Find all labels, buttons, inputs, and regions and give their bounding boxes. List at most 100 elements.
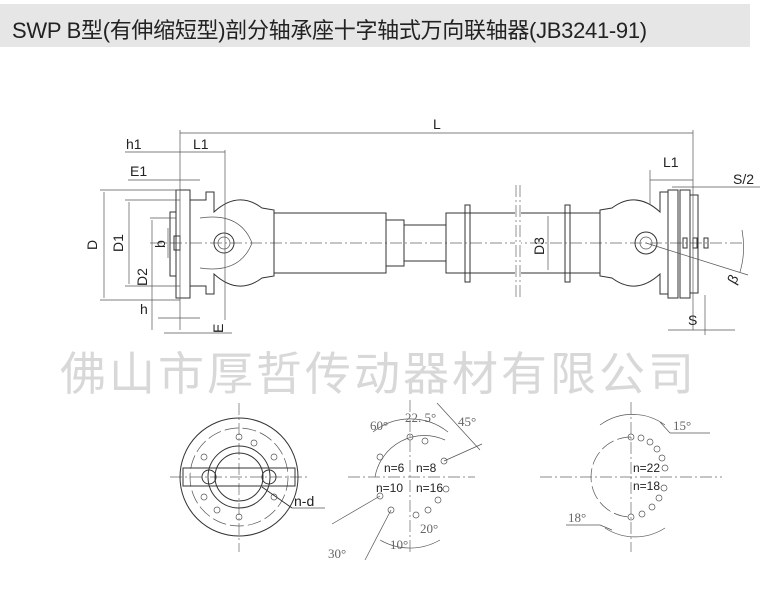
hole — [653, 445, 661, 453]
hole — [434, 496, 442, 504]
hole — [648, 503, 656, 511]
hole-pattern-2: 15° 18° n=22 n=18 — [540, 402, 722, 552]
hole — [646, 438, 654, 446]
hole — [440, 457, 448, 465]
bolt — [201, 469, 217, 485]
hole — [655, 494, 663, 502]
label-22-5deg: 22. 5° — [405, 410, 436, 425]
left-flange — [175, 189, 191, 299]
label-L: L — [433, 116, 441, 132]
label-D2: D2 — [134, 268, 150, 286]
label-n10: n=10 — [376, 481, 403, 495]
arc — [604, 527, 666, 538]
label-h1: h1 — [126, 136, 142, 152]
left-bearing-bore — [217, 236, 231, 250]
leader — [364, 509, 392, 561]
label-n-d: n-d — [294, 493, 314, 509]
hole — [376, 492, 384, 500]
label-E: E — [210, 324, 226, 333]
bolt-circle — [189, 427, 289, 527]
label-18deg: 18° — [568, 510, 586, 525]
leader — [599, 524, 613, 531]
hole — [421, 437, 429, 445]
hole — [387, 506, 395, 514]
key — [682, 237, 688, 249]
flange-end-view: n-d — [170, 403, 325, 552]
ring — [564, 204, 571, 283]
hole — [442, 485, 450, 493]
leader — [331, 495, 381, 525]
label-D1: D1 — [110, 234, 126, 252]
left-yoke-inner — [199, 216, 253, 270]
bolt-hole — [235, 433, 243, 441]
flange-outer — [179, 417, 299, 537]
coupling-side-view: L h1 L1 E1 D D1 D2 b h E D3 L1 S/2 S β — [84, 116, 760, 335]
hole — [638, 510, 646, 518]
bolt-hole — [200, 493, 208, 501]
hole — [627, 513, 635, 521]
label-S: S — [688, 312, 697, 328]
left-yoke — [189, 191, 275, 295]
left-cross-bearing — [213, 232, 235, 254]
label-S-half: S/2 — [733, 171, 754, 187]
leader — [436, 402, 481, 451]
hole — [406, 433, 414, 441]
label-h: h — [140, 301, 148, 317]
arc — [599, 414, 666, 426]
arc — [372, 418, 449, 433]
ring — [464, 204, 471, 283]
label-n22: n=22 — [633, 461, 660, 475]
key — [703, 237, 709, 249]
label-beta: β — [724, 272, 742, 287]
bolt-circle — [590, 436, 632, 518]
label-n16: n=16 — [416, 481, 443, 495]
label-n8: n=8 — [416, 461, 437, 475]
label-15deg: 15° — [673, 418, 691, 433]
label-L1-left: L1 — [193, 136, 209, 152]
hole — [412, 511, 420, 519]
label-n18: n=18 — [633, 479, 660, 493]
label-10deg: 10° — [390, 537, 408, 552]
bolt-hole — [235, 513, 243, 521]
label-20deg: 20° — [420, 521, 438, 536]
watermark: 佛山市厚哲传动器材有限公司 — [60, 347, 697, 401]
bore — [214, 452, 264, 502]
label-60deg: 60° — [370, 418, 388, 433]
key-bar — [182, 467, 296, 487]
label-30deg: 30° — [328, 546, 346, 561]
arc — [379, 539, 441, 549]
bolt-hole — [213, 506, 221, 514]
hole — [658, 454, 666, 462]
right-flange-2 — [679, 189, 691, 299]
leader — [261, 486, 293, 509]
bolt-hole — [200, 453, 208, 461]
hole — [627, 433, 635, 441]
left-flange-face — [169, 211, 177, 277]
right-cross-bearing — [634, 231, 658, 255]
arc — [374, 435, 446, 478]
hole — [660, 484, 668, 492]
beta-arc — [739, 229, 744, 273]
title-bar: SWP B型(有伸缩短型)剖分轴承座十字轴式万向联轴器(JB3241-91) — [0, 4, 750, 47]
label-n6: n=6 — [384, 461, 405, 475]
hole — [424, 506, 432, 514]
hub — [207, 445, 271, 509]
right-flange-1 — [667, 189, 679, 299]
right-flange-3 — [689, 194, 699, 294]
beta-line — [645, 242, 749, 276]
hole — [376, 453, 384, 461]
label-L1-right: L1 — [663, 154, 679, 170]
right-bearing-bore — [639, 236, 653, 250]
label-45deg: 45° — [458, 414, 476, 429]
hole — [637, 434, 645, 442]
label-b: b — [152, 240, 168, 248]
label-D: D — [84, 240, 100, 250]
leader — [443, 443, 483, 462]
hole-pattern-1: 60° 22. 5° 45° 30° 10° 20° n=6 n=8 n=10 … — [328, 400, 483, 561]
label-E1: E1 — [130, 163, 147, 179]
bolt — [261, 469, 277, 485]
bolt-hole — [250, 439, 258, 447]
bolt-hole — [270, 453, 278, 461]
leader — [659, 421, 671, 434]
